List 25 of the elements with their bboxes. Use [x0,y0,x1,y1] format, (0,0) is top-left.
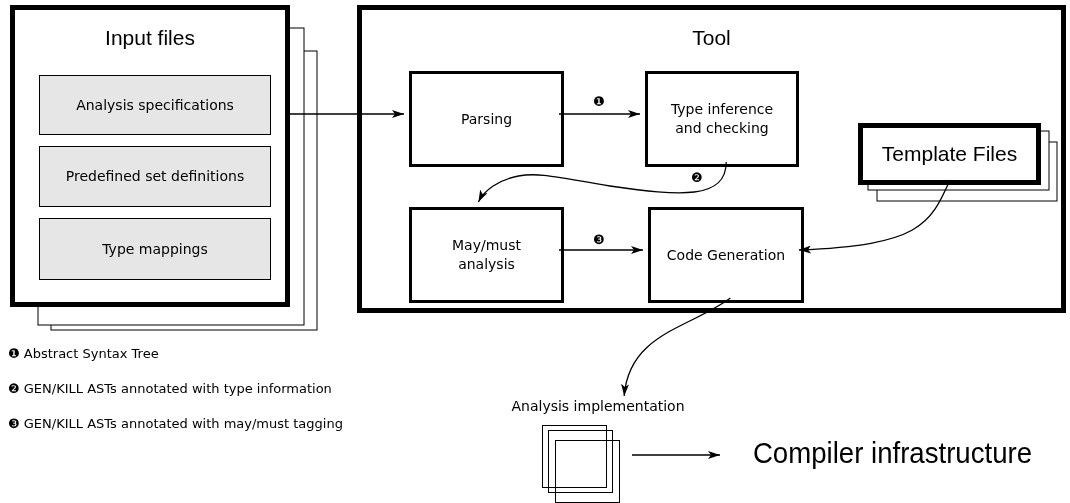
arrow [558,246,644,254]
edge-label: ❶ [592,94,606,109]
input-file-box: Predefined set definitions [39,146,271,207]
edge-label: ❷ [690,170,704,185]
legend-note: ❸ GEN/KILL ASTs annotated with may/must tagging [8,416,343,431]
input-file-box: Type mappings [39,218,271,280]
output-label: Analysis implementation [489,396,707,416]
arrow [558,110,641,118]
template-files-box: Template Files [858,123,1041,185]
input-file-box: Analysis specifications [39,75,271,135]
stacked-files-icon [542,425,620,503]
arrow [798,179,951,254]
arrow [631,451,721,459]
legend-note: ❷ GEN/KILL ASTs annotated with type information [8,381,332,396]
edge-label: ❸ [592,232,606,247]
process-box: Code Generation [648,207,804,303]
arrow [477,161,727,203]
process-box: Parsing [409,71,564,167]
legend-note: ❶ Abstract Syntax Tree [8,346,159,361]
input-files-panel: Input files Analysis specifications Predefined set definitions Type mappings [10,5,290,307]
arrow [622,297,731,397]
process-box: Type inference and checking [645,71,799,167]
arrow [289,110,405,118]
process-box: May/must analysis [409,207,564,303]
target-label: Compiler infrastructure [733,428,1052,478]
